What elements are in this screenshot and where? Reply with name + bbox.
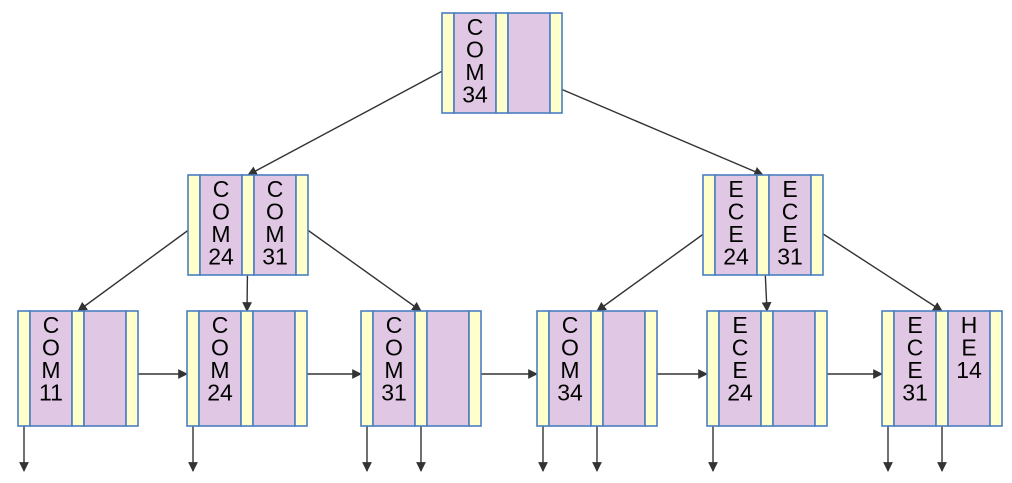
pointer-cell bbox=[702, 174, 716, 276]
key-cell bbox=[548, 310, 592, 427]
key-cell bbox=[714, 174, 758, 276]
pointer-cell bbox=[760, 310, 774, 427]
pointer-cell bbox=[549, 12, 563, 114]
pointer-cell bbox=[881, 310, 895, 427]
internal-to-leaf-edge bbox=[596, 229, 710, 312]
internal-to-leaf-edge bbox=[301, 225, 422, 312]
key-cell bbox=[507, 12, 551, 114]
pointer-cell bbox=[706, 310, 720, 427]
key-cell bbox=[768, 174, 812, 276]
pointer-cell bbox=[756, 174, 770, 276]
pointer-cell bbox=[17, 310, 31, 427]
root-to-internal-edge bbox=[247, 67, 449, 176]
pointer-cell bbox=[186, 310, 200, 427]
key-cell bbox=[453, 12, 497, 114]
pointer-cell bbox=[125, 310, 139, 427]
key-cell bbox=[198, 310, 242, 427]
key-cell bbox=[718, 310, 762, 427]
pointer-cell bbox=[814, 310, 828, 427]
pointer-cell bbox=[294, 310, 308, 427]
pointer-cell bbox=[935, 310, 949, 427]
pointer-cell bbox=[468, 310, 482, 427]
key-cell bbox=[252, 310, 296, 427]
key-cell bbox=[947, 310, 991, 427]
internal-to-leaf-edge bbox=[77, 225, 195, 312]
pointer-cell bbox=[536, 310, 550, 427]
pointer-cell bbox=[590, 310, 604, 427]
pointer-cell bbox=[360, 310, 374, 427]
pointer-cell bbox=[989, 310, 1003, 427]
pointer-cell bbox=[241, 174, 255, 276]
pointer-cell bbox=[240, 310, 254, 427]
key-cell bbox=[602, 310, 646, 427]
pointer-cell bbox=[810, 174, 824, 276]
pointer-cell bbox=[495, 12, 509, 114]
key-cell bbox=[426, 310, 470, 427]
pointer-cell bbox=[295, 174, 309, 276]
key-cell bbox=[772, 310, 816, 427]
pointer-cell bbox=[187, 174, 201, 276]
key-cell bbox=[253, 174, 297, 276]
pointer-cell bbox=[441, 12, 455, 114]
pointer-cell bbox=[71, 310, 85, 427]
pointer-cell bbox=[644, 310, 658, 427]
key-cell bbox=[83, 310, 127, 427]
key-cell bbox=[29, 310, 73, 427]
pointer-cell bbox=[414, 310, 428, 427]
internal-to-leaf-edge bbox=[816, 229, 943, 312]
